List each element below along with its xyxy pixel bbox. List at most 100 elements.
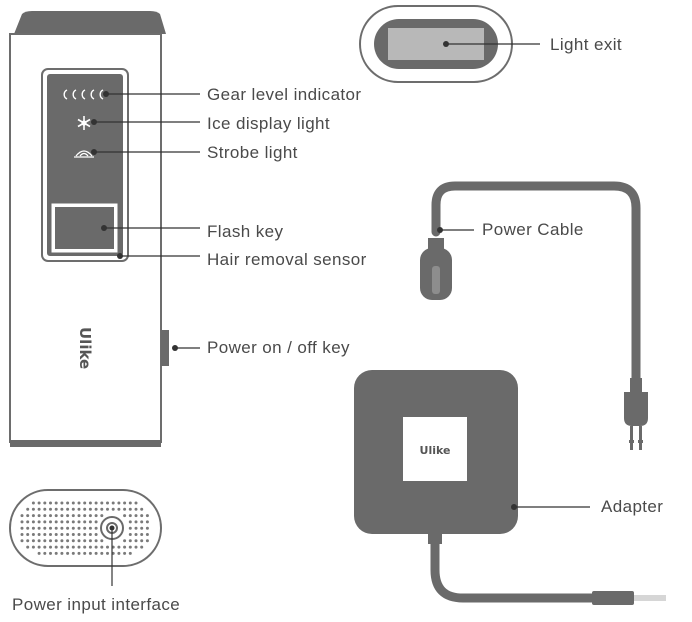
power-key [161,330,169,366]
vent-hole [140,526,144,530]
vent-hole [49,545,52,549]
vent-hole [26,526,30,530]
device-top-cap [14,11,166,34]
vent-hole [43,514,47,518]
plug-prong-right [639,426,642,450]
vent-hole [83,533,87,536]
light-exit-view [359,5,513,83]
vent-hole [43,526,47,530]
vent-hole [83,514,87,518]
vent-hole [128,533,132,536]
vent-hole [71,526,75,530]
vent-hole [123,545,127,549]
vent-hole [106,545,109,549]
vent-hole [71,545,75,549]
gear-level-mark-1 [63,89,68,100]
adapter-logo-plate [403,417,467,481]
vent-hole [83,551,87,555]
vent-hole [128,551,132,555]
vent-hole [26,507,30,511]
vent-hole [100,507,104,511]
vent-hole [71,520,75,524]
vent-hole [54,520,58,524]
vent-hole [26,514,30,518]
vent-hole [134,501,138,505]
label-strobe-light: Strobe light [207,143,298,162]
vent-hole [100,514,104,518]
vent-hole [60,501,64,505]
vent-hole [128,507,132,511]
gear-level-mark-3 [81,89,86,100]
vent-hole [83,520,87,524]
vent-hole [37,545,41,549]
vent-hole [60,539,64,543]
vent-hole [134,526,138,530]
vent-hole [37,533,41,536]
vent-hole [100,545,104,549]
vent-hole [26,545,30,549]
gear-level-indicator [63,89,104,100]
vent-hole [66,545,70,549]
label-gear-level-indicator: Gear level indicator [207,85,362,104]
vent-hole [83,539,87,543]
vent-hole [145,520,149,524]
vent-hole [54,545,58,549]
vent-hole [71,539,75,543]
vent-hole [66,533,70,536]
vent-hole [20,533,24,536]
vent-hole [134,514,138,518]
vent-hole [66,520,70,524]
vent-hole [43,533,47,536]
dc-plug [592,591,634,605]
vent-hole [77,507,81,511]
gear-level-mark-2 [72,89,77,100]
vent-hole [140,539,144,543]
vent-hole [128,539,132,543]
vent-hole [77,539,81,543]
vent-hole [83,545,87,549]
vent-hole [106,501,109,505]
vent-hole [37,526,41,530]
gear-level-mark-4 [90,89,95,100]
vent-hole [31,507,35,511]
vent-hole [31,520,35,524]
vent-hole [37,501,41,505]
vent-hole [145,526,149,530]
label-power-input-interface: Power input interface [12,595,181,614]
vent-hole [117,545,121,549]
vent-hole [66,514,70,518]
vent-hole [20,526,24,530]
vent-hole [66,501,70,505]
gear-level-mark-5 [99,89,104,100]
vent-hole [134,533,138,536]
vent-hole [123,514,127,518]
vent-hole [111,507,115,511]
vent-hole [71,507,75,511]
vent-hole [43,545,47,549]
vent-hole [88,501,92,505]
vent-hole [106,551,109,555]
vent-hole [60,526,64,530]
vent-hole [77,501,81,505]
vent-hole [123,507,127,511]
vent-hole [77,545,81,549]
vent-hole [140,507,144,511]
dc-plug-tip [634,595,666,601]
vent-hole [88,526,92,530]
vent-hole [94,526,98,530]
label-power-cable: Power Cable [482,220,584,239]
vent-hole [31,545,35,549]
device-body: Ulike [9,11,169,447]
vent-hole [49,514,52,518]
vent-hole [100,551,104,555]
vent-hole [134,507,138,511]
label-power-key: Power on / off key [207,338,350,357]
vent-hole [49,551,52,555]
vent-hole [31,539,35,543]
wall-plug [624,392,648,426]
vent-hole [88,551,92,555]
vent-hole [128,520,132,524]
vent-hole [26,520,30,524]
vent-hole [94,501,98,505]
